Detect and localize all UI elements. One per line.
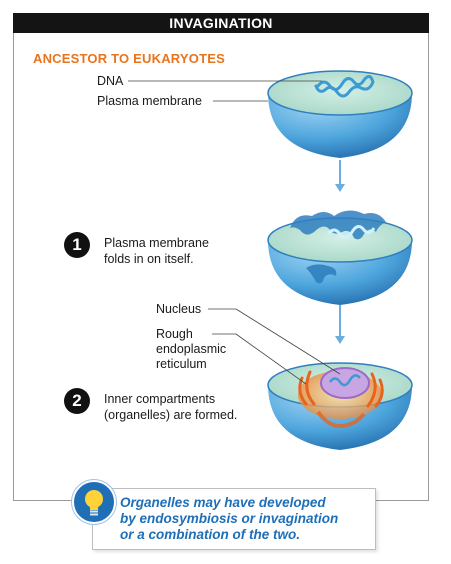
section-title: ANCESTOR TO EUKARYOTES (33, 51, 225, 66)
dna-strand-2 (326, 225, 376, 239)
figure-title: INVAGINATION (13, 13, 429, 33)
rough-er-label-2: endoplasmic (156, 342, 227, 356)
dna-strand-3 (328, 374, 361, 387)
step-2-number: 2 (64, 388, 90, 414)
rough-er-label-3: reticulum (156, 357, 207, 371)
callout-box (92, 488, 376, 550)
er-lower (316, 410, 366, 429)
step-2-line1: Inner compartments (104, 392, 216, 406)
membrane-fold-top (290, 210, 386, 240)
step-1-line2: folds in on itself. (104, 252, 194, 266)
step-1-number: 1 (64, 232, 90, 258)
arrow-1 (335, 160, 345, 192)
folding-cell (267, 210, 413, 305)
lightbulb-icon (72, 480, 116, 524)
callout-line-1: Organelles may have developed (120, 495, 326, 510)
dna-strand (314, 75, 375, 98)
callout-text: Organelles may have developed by endosym… (120, 495, 372, 543)
ancestor-cell (267, 70, 413, 158)
callout-line-3: or a combination of the two. (120, 527, 300, 542)
plasma-membrane-label: Plasma membrane (97, 94, 202, 108)
callout-line-2: by endosymbiosis or invagination (120, 511, 339, 526)
eukaryote-cell (267, 362, 413, 450)
step-2-line2: (organelles) are formed. (104, 408, 238, 422)
rough-er (298, 370, 384, 408)
nucleus (320, 367, 370, 399)
step-1-line1: Plasma membrane (104, 236, 209, 250)
dna-label: DNA (97, 74, 124, 88)
arrow-2 (335, 305, 345, 344)
nucleus-label: Nucleus (156, 302, 202, 316)
membrane-fold-bottom (306, 264, 337, 284)
rough-er-label-1: Rough (156, 327, 193, 341)
